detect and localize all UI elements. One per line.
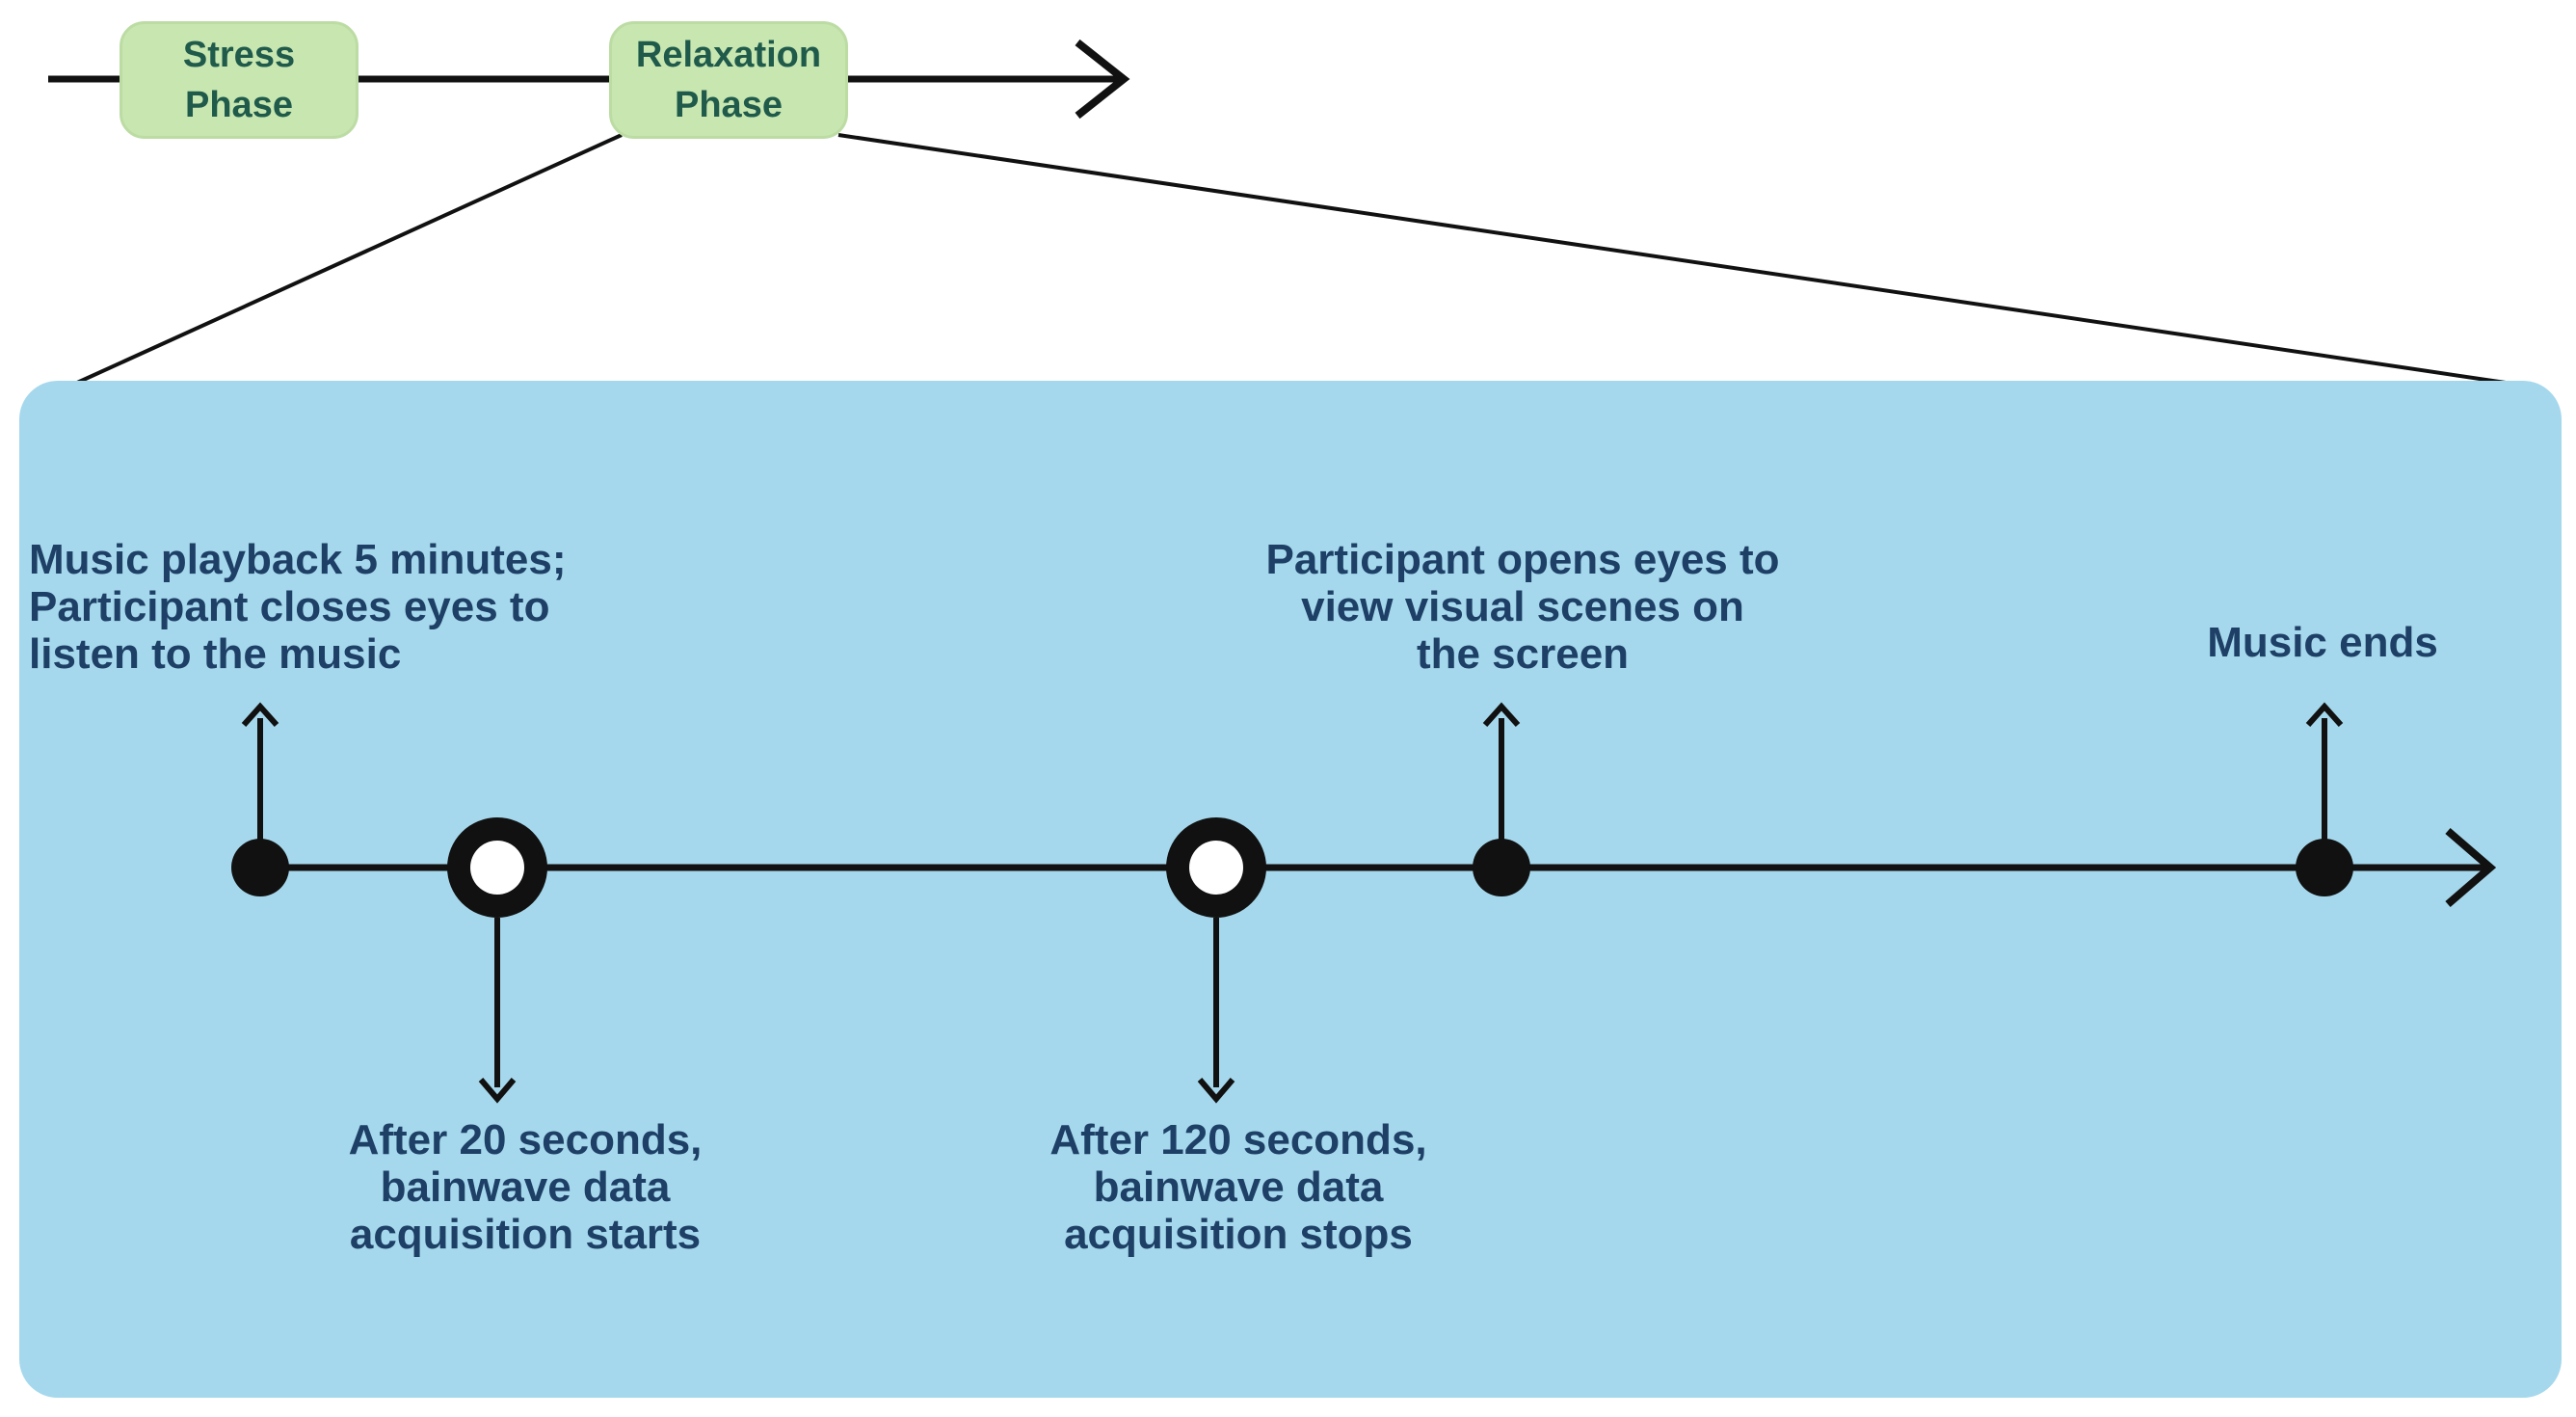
arrowhead-up-music-start (241, 702, 279, 728)
label-eyes-open: Participant opens eyes to view visual sc… (1265, 536, 1780, 678)
label-music-ends: Music ends (2207, 619, 2438, 666)
label-music-start: Music playback 5 minutes; Participant cl… (29, 536, 567, 678)
relaxation-detail-panel (19, 381, 2562, 1398)
relaxation-phase-label: Relaxation Phase (635, 35, 822, 125)
arrowhead-up-eyes-open (1482, 702, 1521, 728)
label-acquisition-start: After 20 seconds, bainwave data acquisit… (348, 1116, 703, 1258)
event-marker-music-start (231, 839, 289, 896)
arrowhead-down-acq-stop (1197, 1078, 1235, 1104)
stress-phase-box: Stress Phase (120, 21, 359, 139)
event-marker-acq-stop-inner (1189, 841, 1243, 895)
zoom-line-right (837, 133, 2507, 385)
arrowhead-up-music-ends (2305, 702, 2344, 728)
detail-timeline-arrowhead (2445, 827, 2497, 908)
arrowhead-down-acq-start (478, 1078, 517, 1104)
relaxation-phase-box: Relaxation Phase (609, 21, 848, 139)
event-marker-eyes-open (1473, 839, 1530, 896)
stress-phase-label: Stress Phase (182, 35, 296, 125)
top-timeline-arrowhead (1075, 39, 1130, 120)
label-acquisition-stop: After 120 seconds, bainwave data acquisi… (1049, 1116, 1427, 1258)
event-marker-music-ends (2296, 839, 2353, 896)
event-marker-acq-start-inner (470, 841, 524, 895)
zoom-line-left (76, 133, 623, 385)
